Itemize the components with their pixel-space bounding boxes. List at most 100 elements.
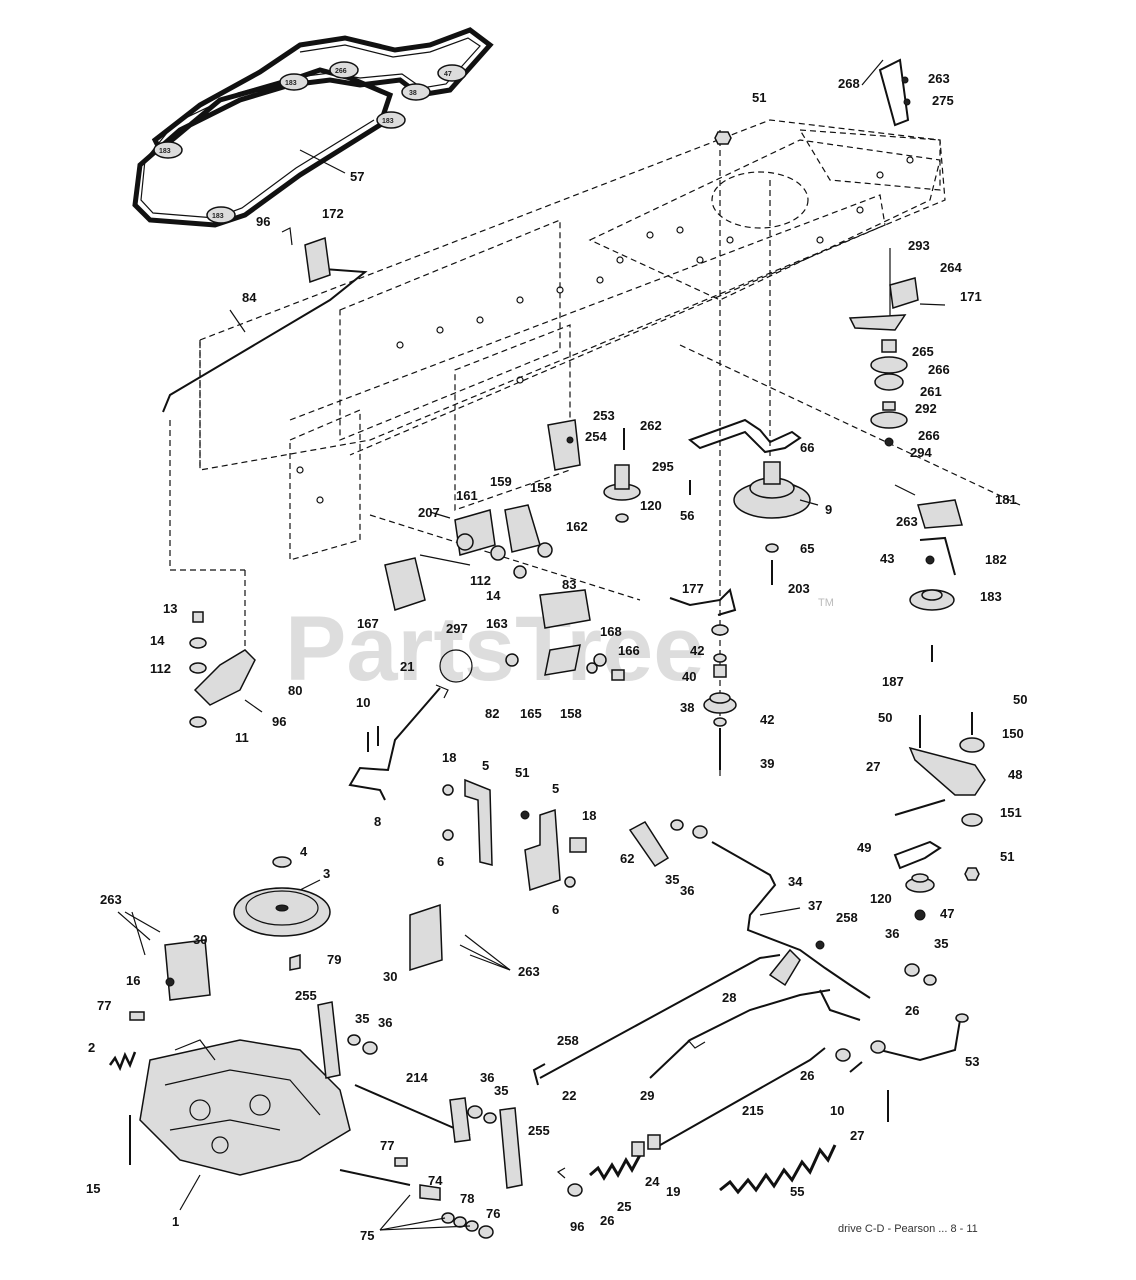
label-29: 29 xyxy=(640,1088,654,1103)
label-75: 75 xyxy=(360,1228,374,1243)
label-177: 177 xyxy=(682,581,704,596)
label-35-lower-center: 35 xyxy=(494,1083,508,1098)
arm-255-left: 255 35 36 xyxy=(295,988,392,1079)
spacer-168-166: 168 166 xyxy=(586,624,640,681)
bracket-5-right: 5 51 18 6 xyxy=(515,765,596,917)
label-18-left: 18 xyxy=(442,750,456,765)
rod-53: 53 26 xyxy=(870,1003,979,1069)
bracket-181: 181 263 xyxy=(894,484,1017,529)
spindle-295: 295 120 xyxy=(603,459,674,523)
label-42-a: 42 xyxy=(690,643,704,658)
bracket-30-left: 263 30 16 xyxy=(100,892,211,1001)
key-77-top: 77 xyxy=(97,998,145,1021)
label-262: 262 xyxy=(640,418,662,433)
label-207: 207 xyxy=(418,505,440,520)
label-158-bottom: 158 xyxy=(560,706,582,721)
label-112-center: 112 xyxy=(470,573,491,588)
label-183: 183 xyxy=(980,589,1002,604)
svg-text:47: 47 xyxy=(444,71,452,78)
label-82: 82 xyxy=(485,706,499,721)
label-258-right: 258 xyxy=(836,910,858,925)
pivot-bracket-158: 158 162 xyxy=(490,480,588,579)
label-254: 254 xyxy=(585,429,607,444)
label-293: 293 xyxy=(908,238,930,253)
svg-text:266: 266 xyxy=(335,68,347,75)
label-266-a: 266 xyxy=(928,362,950,377)
label-261: 261 xyxy=(920,384,942,399)
label-28: 28 xyxy=(722,990,736,1005)
label-84: 84 xyxy=(242,290,257,305)
label-26-mid: 26 xyxy=(800,1068,814,1083)
label-40: 40 xyxy=(682,669,696,684)
svg-text:38: 38 xyxy=(409,90,417,97)
label-13: 13 xyxy=(163,601,177,616)
svg-text:183: 183 xyxy=(159,148,171,155)
label-22: 22 xyxy=(562,1088,576,1103)
label-34: 34 xyxy=(788,874,803,889)
bracket-253: 253 254 xyxy=(547,408,615,471)
label-6-left: 6 xyxy=(437,854,444,869)
label-14-center: 14 xyxy=(486,588,501,603)
bolt-203: 203 xyxy=(771,560,810,596)
label-36-lower-left: 36 xyxy=(378,1015,392,1030)
label-83: 83 xyxy=(562,577,576,592)
drive-belt xyxy=(132,27,494,228)
label-19: 19 xyxy=(666,1184,680,1199)
washers-36-35-right: 36 35 xyxy=(885,926,948,986)
label-47: 47 xyxy=(940,906,954,921)
bracket-49: 49 51 120 47 xyxy=(857,840,1014,921)
label-57: 57 xyxy=(350,169,364,184)
label-96-mid: 96 xyxy=(272,714,286,729)
label-43: 43 xyxy=(880,551,894,566)
label-35-right: 35 xyxy=(934,936,948,951)
label-26-bottom: 26 xyxy=(600,1213,614,1228)
label-30-left: 30 xyxy=(193,932,207,947)
axle-parts-74-78: 77 74 78 76 75 xyxy=(339,1138,500,1243)
belt-pulley-5: 183 xyxy=(376,111,406,129)
watermark-trademark: TM xyxy=(818,597,834,609)
label-165: 165 xyxy=(520,706,542,721)
transaxle-pulley-3: 3 79 xyxy=(233,866,341,971)
label-10-left: 10 xyxy=(356,695,370,710)
label-268: 268 xyxy=(838,76,860,91)
spring-55: 55 xyxy=(719,1144,837,1199)
diagram-footer-code: drive C-D - Pearson ... 8 - 11 xyxy=(838,1223,978,1235)
label-36-right: 36 xyxy=(885,926,899,941)
label-171: 171 xyxy=(960,289,982,304)
label-26-right: 26 xyxy=(905,1003,919,1018)
label-263-lower-center: 263 xyxy=(518,964,540,979)
label-203: 203 xyxy=(788,581,810,596)
label-50-left: 50 xyxy=(878,710,892,725)
label-74: 74 xyxy=(428,1173,443,1188)
label-120-right: 120 xyxy=(870,891,892,906)
label-79: 79 xyxy=(327,952,341,967)
spring-2: 2 xyxy=(88,1040,137,1072)
label-35-lower-left: 35 xyxy=(355,1011,369,1026)
label-21: 21 xyxy=(400,659,414,674)
engine-pulley-9: 9 xyxy=(733,461,832,519)
label-53: 53 xyxy=(965,1054,979,1069)
washer-65: 65 xyxy=(765,541,814,556)
bracket-182: 182 43 xyxy=(880,536,1007,576)
label-27-right: 27 xyxy=(866,759,880,774)
label-255-left: 255 xyxy=(295,988,317,1003)
label-162: 162 xyxy=(566,519,588,534)
label-168: 168 xyxy=(600,624,622,639)
label-163: 163 xyxy=(486,616,508,631)
shift-rod: 84 xyxy=(162,267,368,413)
label-275: 275 xyxy=(932,93,954,108)
label-182: 182 xyxy=(985,552,1007,567)
nut-82: 82 165 158 xyxy=(485,653,582,721)
label-266-b: 266 xyxy=(918,428,940,443)
label-4: 4 xyxy=(300,844,308,859)
label-55: 55 xyxy=(790,1184,804,1199)
shift-lever-8: 8 10 xyxy=(348,684,449,829)
pulley-183: 183 xyxy=(909,589,1002,611)
bolt-56: 56 xyxy=(680,480,694,523)
label-96-bottom: 96 xyxy=(570,1219,584,1234)
bolt-262: 262 xyxy=(623,418,662,450)
label-294: 294 xyxy=(910,445,932,460)
bracket-167: 167 112 14 297 xyxy=(357,554,501,636)
label-159: 159 xyxy=(490,474,512,489)
